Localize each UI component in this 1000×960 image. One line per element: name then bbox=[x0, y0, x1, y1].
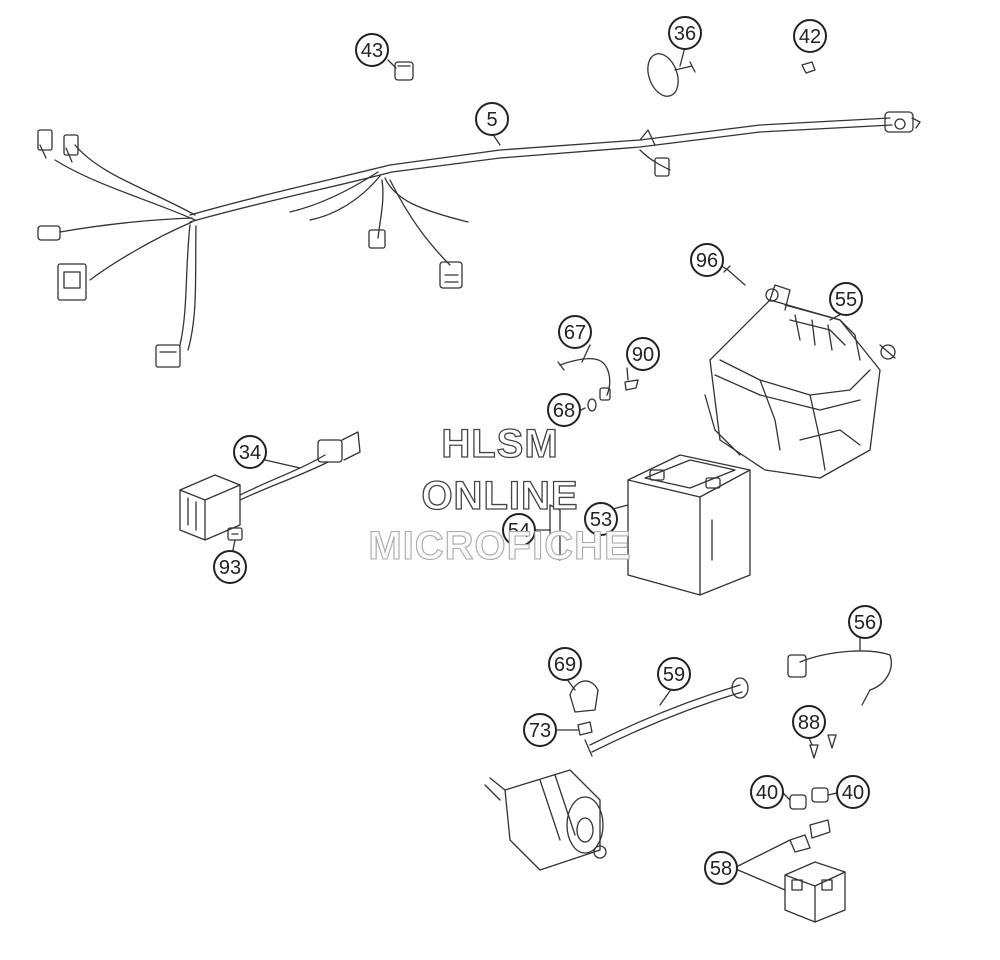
callout-5: 5 bbox=[475, 102, 509, 136]
callout-circle bbox=[213, 550, 247, 584]
part-90-screw bbox=[624, 379, 639, 391]
callout-circle bbox=[233, 435, 267, 469]
callout-circle bbox=[558, 315, 592, 349]
callout-54: 54 bbox=[502, 513, 536, 547]
callout-circle bbox=[848, 605, 882, 639]
callout-label: 43 bbox=[361, 40, 383, 62]
callout-circle bbox=[668, 16, 702, 50]
callout-circle bbox=[502, 513, 536, 547]
callout-circle bbox=[548, 647, 582, 681]
callout-label: 55 bbox=[835, 289, 857, 311]
callout-53: 53 bbox=[584, 502, 618, 536]
part-53-battery bbox=[627, 454, 751, 596]
callouts: 43 36 42 5 96 55 67 90 68 34 54 53 93 56 69 59 88 73 40 40 5… bbox=[213, 16, 882, 885]
callout-label: 90 bbox=[632, 344, 654, 366]
part-59-starter-cable bbox=[584, 677, 749, 757]
part-69-cap bbox=[569, 680, 599, 713]
callout-56: 56 bbox=[848, 605, 882, 639]
part-73-nut bbox=[577, 721, 593, 736]
watermark-line-1: HLSM bbox=[441, 421, 559, 466]
part-68-washer bbox=[587, 398, 597, 412]
callout-circle bbox=[626, 337, 660, 371]
callout-88: 88 bbox=[792, 705, 826, 739]
callout-36: 36 bbox=[668, 16, 702, 50]
callout-93: 93 bbox=[213, 550, 247, 584]
callout-circle bbox=[792, 705, 826, 739]
callout-circle bbox=[584, 502, 618, 536]
callout-58: 58 bbox=[704, 851, 738, 885]
callout-label: 69 bbox=[554, 654, 576, 676]
callout-label: 73 bbox=[529, 720, 551, 742]
callout-label: 42 bbox=[799, 26, 821, 48]
part-36-cable-tie bbox=[647, 53, 696, 97]
part-40-rubber bbox=[789, 787, 829, 810]
callout-label: 59 bbox=[663, 664, 685, 686]
callout-circle bbox=[793, 19, 827, 53]
callout-42: 42 bbox=[793, 19, 827, 53]
callout-label: 56 bbox=[854, 612, 876, 634]
watermark-line-2: ONLINE bbox=[421, 473, 579, 518]
callout-73: 73 bbox=[523, 713, 557, 747]
part-43-nut bbox=[394, 61, 414, 81]
callout-circle bbox=[750, 775, 784, 809]
part-67-ground-cable bbox=[557, 357, 611, 401]
callout-label: 40 bbox=[756, 782, 778, 804]
callout-96: 96 bbox=[690, 243, 724, 277]
leader-lines bbox=[231, 46, 861, 891]
callout-55: 55 bbox=[829, 282, 863, 316]
callout-label: 53 bbox=[590, 509, 612, 531]
part-34-voltage-regulator bbox=[179, 431, 361, 541]
callout-label: 5 bbox=[486, 109, 497, 131]
callout-40: 40 bbox=[750, 775, 784, 809]
callout-circle bbox=[829, 282, 863, 316]
callout-label: 96 bbox=[696, 250, 718, 272]
watermark-line-3: MICROFICHE bbox=[368, 523, 632, 568]
callout-label: 58 bbox=[710, 858, 732, 880]
callout-90: 90 bbox=[626, 337, 660, 371]
callout-label: 40 bbox=[842, 782, 864, 804]
callout-circle bbox=[704, 851, 738, 885]
callout-circle bbox=[355, 33, 389, 67]
part-55-battery-holder bbox=[704, 284, 896, 479]
part-54-battery-strap bbox=[549, 504, 561, 561]
part-58-starter-relay bbox=[784, 819, 846, 923]
callout-label: 36 bbox=[674, 23, 696, 45]
part-42-clip bbox=[801, 61, 816, 74]
callout-34: 34 bbox=[233, 435, 267, 469]
callout-label: 34 bbox=[239, 442, 261, 464]
callout-40: 40 bbox=[836, 775, 870, 809]
part-88-screws bbox=[809, 734, 837, 759]
callout-circle bbox=[523, 713, 557, 747]
part-56-cable bbox=[787, 650, 892, 706]
callout-label: 67 bbox=[564, 322, 586, 344]
callout-67: 67 bbox=[558, 315, 592, 349]
callout-label: 88 bbox=[798, 712, 820, 734]
callout-68: 68 bbox=[547, 393, 581, 427]
callout-43: 43 bbox=[355, 33, 389, 67]
callout-label: 93 bbox=[219, 557, 241, 579]
callout-label: 54 bbox=[508, 520, 530, 542]
callout-circle bbox=[657, 657, 691, 691]
callout-circle bbox=[690, 243, 724, 277]
callout-circle bbox=[836, 775, 870, 809]
callout-circle bbox=[475, 102, 509, 136]
wiring-harness bbox=[37, 111, 921, 368]
callout-circle bbox=[547, 393, 581, 427]
callout-59: 59 bbox=[657, 657, 691, 691]
callout-label: 68 bbox=[553, 400, 575, 422]
starter-motor bbox=[484, 769, 607, 871]
callout-69: 69 bbox=[548, 647, 582, 681]
